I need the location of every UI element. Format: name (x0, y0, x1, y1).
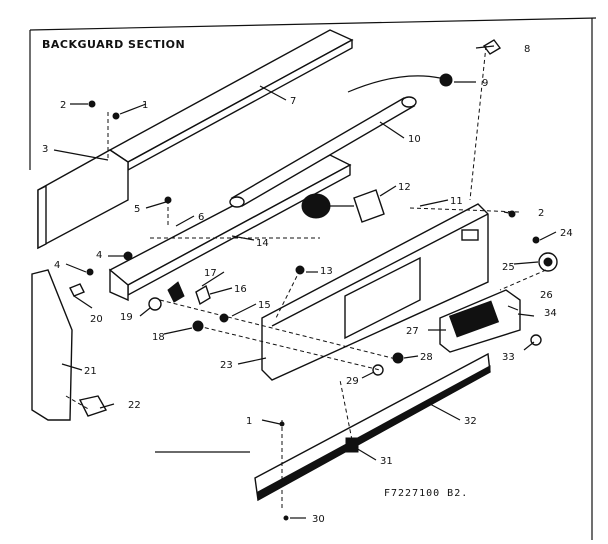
callout-21: 21 (84, 366, 97, 377)
part-14-bracket (108, 154, 352, 302)
callout-2-right: 2 (538, 208, 544, 219)
callout-15: 15 (258, 300, 271, 311)
callout-20: 20 (90, 314, 103, 325)
callout-4-mid: 4 (96, 250, 102, 261)
callout-7: 7 (290, 96, 296, 107)
part-25-knob (538, 252, 558, 272)
callout-33: 33 (502, 352, 515, 363)
callout-26: 26 (540, 290, 553, 301)
callout-13: 13 (320, 266, 333, 277)
callout-22: 22 (128, 400, 141, 411)
part-26-clock-module (439, 289, 521, 353)
part-7-trim-rail (108, 29, 354, 172)
callout-34: 34 (544, 308, 557, 319)
callout-arrows (53, 45, 557, 519)
callout-29: 29 (346, 376, 359, 387)
callout-31: 31 (380, 456, 393, 467)
callout-24: 24 (560, 228, 573, 239)
callout-18: 18 (152, 332, 165, 343)
drawing-code: F7227100 B2. (384, 488, 468, 499)
part-8-clip (482, 39, 502, 55)
callout-2-top-left: 2 (60, 100, 66, 111)
callout-27: 27 (406, 326, 419, 337)
callout-19: 19 (120, 312, 133, 323)
callout-1-bottom: 1 (246, 416, 252, 427)
part-12-ballast (301, 189, 385, 223)
part-23-control-panel (261, 203, 489, 381)
callout-6: 6 (198, 212, 204, 223)
callout-8: 8 (524, 44, 530, 55)
callout-11: 11 (450, 196, 463, 207)
part-9-lamp-socket (347, 73, 453, 93)
callout-3: 3 (42, 144, 48, 155)
callout-5: 5 (134, 204, 140, 215)
callout-28: 28 (420, 352, 433, 363)
callout-32: 32 (464, 416, 477, 427)
callout-1-top: 1 (142, 100, 148, 111)
section-title: BACKGUARD SECTION (42, 38, 185, 51)
callout-9: 9 (482, 78, 488, 89)
part-3-end-panel (37, 149, 129, 250)
part-31-clip (345, 437, 359, 453)
part-22-clip (78, 395, 108, 417)
callout-23: 23 (220, 360, 233, 371)
callout-16: 16 (234, 284, 247, 295)
callout-17: 17 (204, 268, 217, 279)
part-10-fluorescent-tube (229, 96, 417, 208)
callout-10: 10 (408, 134, 421, 145)
callout-14: 14 (256, 238, 269, 249)
part-32-grille (254, 352, 491, 502)
callout-12: 12 (398, 182, 411, 193)
callout-30: 30 (312, 514, 325, 525)
callout-4-left: 4 (54, 260, 60, 271)
part-21-side-bracket (31, 269, 73, 421)
callout-25: 25 (502, 262, 515, 273)
callout-labels: 2 1 3 7 8 9 10 5 6 4 4 14 12 11 2 24 25 … (42, 44, 573, 525)
frame-top-line (29, 17, 597, 31)
leader-lines (65, 45, 547, 508)
